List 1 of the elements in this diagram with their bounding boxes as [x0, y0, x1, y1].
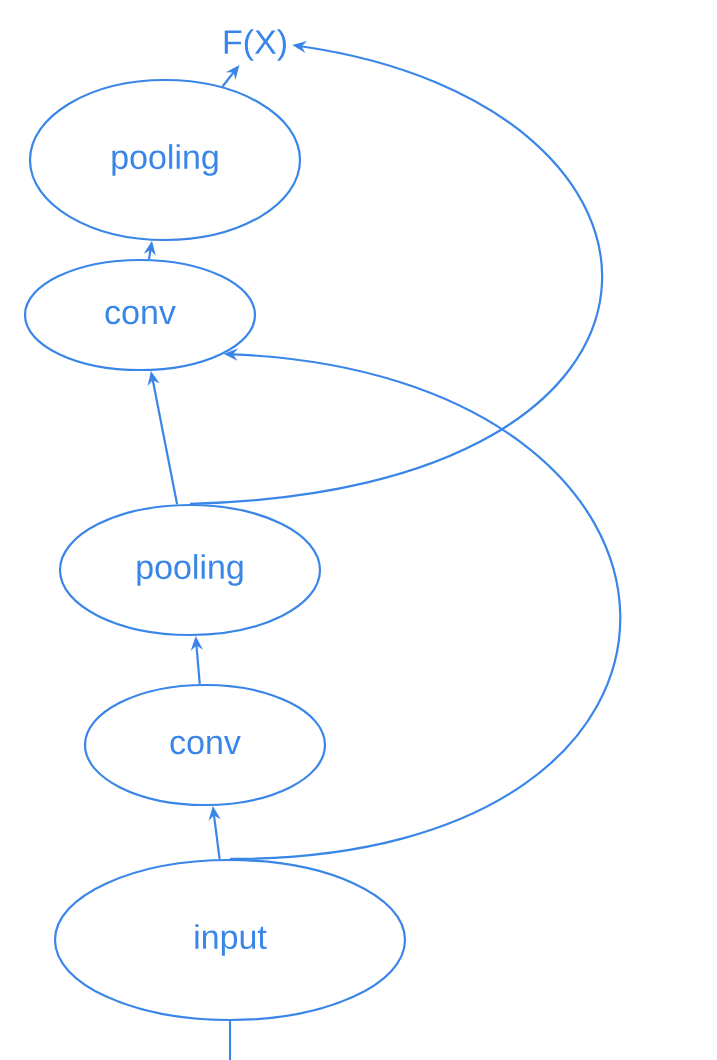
output-label: F(X) [224, 29, 286, 61]
